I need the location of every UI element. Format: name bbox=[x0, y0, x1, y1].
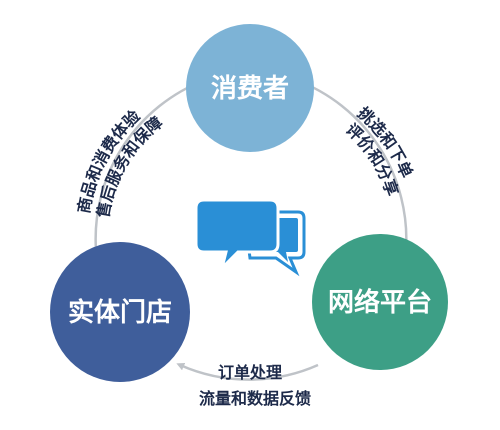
edge-platform-store-line2: 流量和数据反馈 bbox=[199, 389, 311, 408]
node-consumer-label: 消费者 bbox=[211, 74, 289, 104]
arc-consumer-to-platform bbox=[295, 78, 411, 254]
arc-store-to-consumer bbox=[94, 77, 209, 251]
node-store-label: 实体门店 bbox=[68, 297, 172, 328]
node-store-circle bbox=[50, 242, 190, 382]
node-consumer: 消费者 bbox=[186, 24, 314, 152]
chat-bubble-front bbox=[194, 198, 280, 273]
node-consumer-circle bbox=[186, 24, 314, 152]
chat-bubbles-icon bbox=[194, 198, 306, 277]
node-platform-label: 网络平台 bbox=[328, 287, 432, 318]
node-platform: 网络平台 bbox=[312, 234, 448, 370]
node-platform-circle bbox=[312, 234, 448, 370]
edge-platform-store-line1: 订单处理 bbox=[218, 363, 282, 382]
node-store: 实体门店 bbox=[50, 242, 190, 382]
arc-platform-to-store bbox=[176, 362, 319, 381]
